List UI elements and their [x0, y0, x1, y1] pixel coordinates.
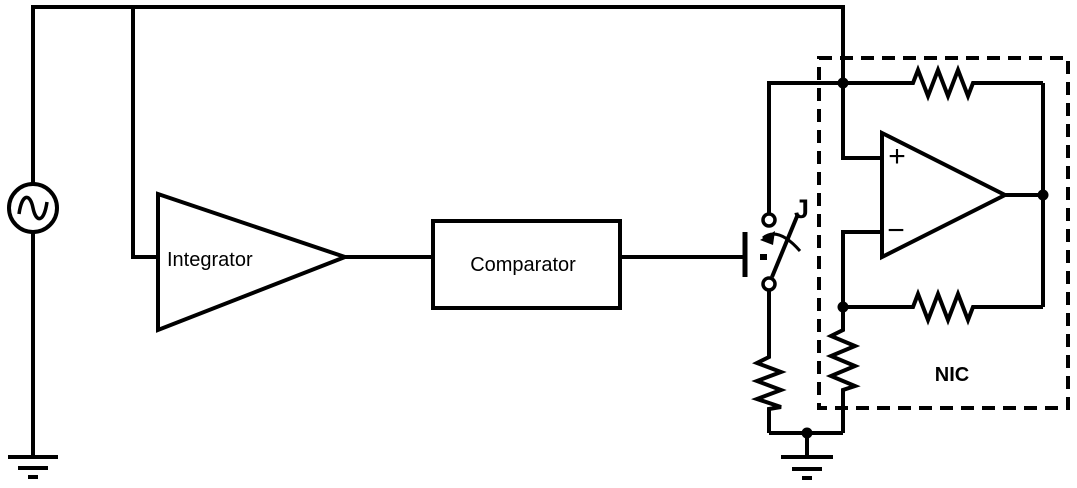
resistor-nic-ground: [825, 307, 861, 433]
wire-top-loop: [31, 5, 845, 184]
opamp-triangle: [880, 129, 1010, 261]
wire-opamp-plus-input: [841, 83, 882, 160]
wire-feedback-branch: [131, 7, 158, 259]
resistor-top: [843, 64, 1043, 102]
nic-label: NIC: [935, 364, 969, 386]
ground-left-icon: [8, 455, 58, 479]
resistor-switch-ground: [751, 290, 787, 433]
switch-label: J: [794, 194, 809, 224]
sine-icon: [17, 195, 49, 221]
integrator-triangle: [156, 191, 351, 333]
switch-arrow-icon: [762, 232, 802, 252]
ground-center-icon: [781, 455, 833, 480]
junction-dot-opamp-output: [1037, 189, 1049, 201]
opamp-plus-label: +: [888, 140, 906, 173]
wire-opamp-minus-input: [841, 230, 882, 307]
switch-arrowhead-icon: [760, 231, 775, 245]
nic-box: [817, 56, 1070, 410]
wire-switch-to-node: [767, 81, 843, 214]
switch-bottom-contact: [761, 276, 777, 292]
junction-dot-ground-node: [801, 427, 813, 439]
switch-link-dot: [760, 254, 767, 260]
junction-dot-nic-input: [837, 77, 849, 89]
resistor-bottom: [843, 288, 1043, 326]
comparator-box: [431, 219, 622, 310]
switch-blade: [770, 213, 800, 278]
junction-dot-minus-node: [837, 301, 849, 313]
opamp-minus-label: −: [887, 214, 905, 247]
switch-top-contact: [761, 212, 777, 228]
integrator-label: Integrator: [167, 249, 253, 271]
comparator-label: Comparator: [470, 254, 576, 276]
